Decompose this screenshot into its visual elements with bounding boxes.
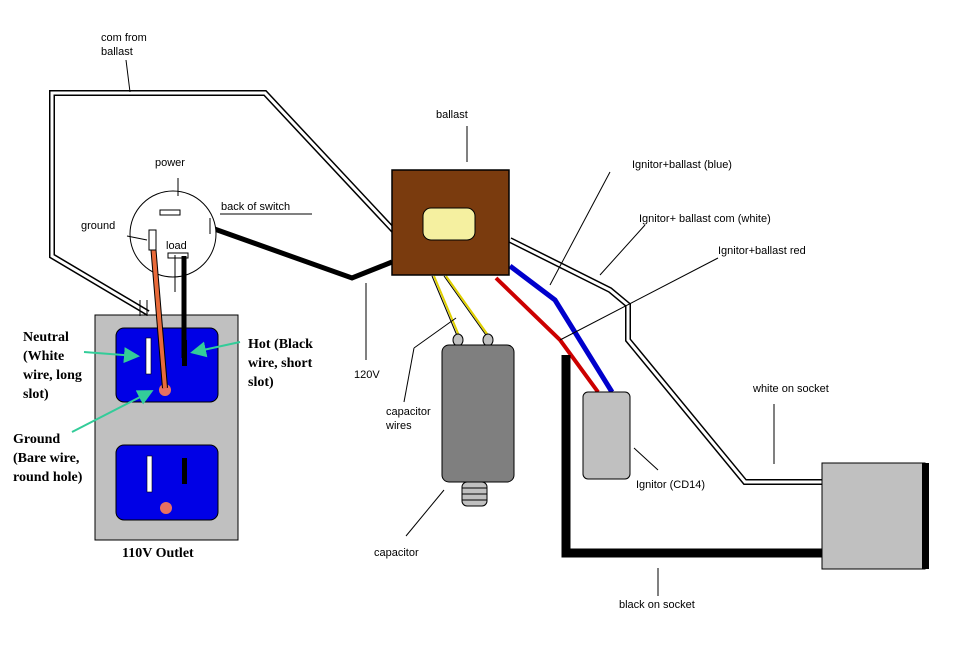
com-wire xyxy=(49,90,398,316)
ignitor-body xyxy=(582,391,631,480)
hot-label-3: slot) xyxy=(248,375,274,390)
com-from-ballast-label-1: com from xyxy=(101,32,147,44)
power-label: power xyxy=(155,157,185,169)
top-neutral-slot xyxy=(145,337,152,375)
ignitor-cd14-label: Ignitor (CD14) xyxy=(636,479,705,491)
bottom-ground-hole xyxy=(160,502,172,514)
annotation-arrows xyxy=(71,341,241,433)
ballast-label: ballast xyxy=(436,109,468,121)
black-switch-wire xyxy=(177,213,393,281)
ignitor-blue-label: Ignitor+ballast (blue) xyxy=(632,159,732,171)
ground-tick xyxy=(126,235,148,241)
neutral-label-4: slot) xyxy=(23,387,49,402)
load-terminal xyxy=(167,252,189,259)
capacitor-wire-pair xyxy=(431,275,491,339)
bottom-receptacle xyxy=(115,444,219,521)
ground-outlet-label-3: round hole) xyxy=(13,470,83,485)
white-socket-wire xyxy=(508,237,822,485)
ground-wire-orange xyxy=(150,231,167,389)
capacitor-body xyxy=(441,344,515,483)
bottom-neutral-slot xyxy=(146,455,153,493)
leader-lines xyxy=(125,59,775,596)
hot-label-2: wire, short xyxy=(248,356,313,371)
outlet-title: 110V Outlet xyxy=(122,546,194,561)
ground-terminal xyxy=(148,229,157,251)
socket-body xyxy=(821,462,926,570)
neutral-label-1: Neutral xyxy=(23,330,69,345)
capacitor-label: capacitor xyxy=(374,547,419,559)
black-on-socket-label: black on socket xyxy=(619,599,695,611)
white-on-socket-label: white on socket xyxy=(752,383,829,395)
ignitor-red-label: Ignitor+ballast red xyxy=(718,245,806,257)
switch-circle xyxy=(129,190,217,278)
hot-label-1: Hot (Black xyxy=(248,337,313,352)
capacitor-wires-label-2: wires xyxy=(385,420,412,432)
ground-outlet-label-2: (Bare wire, xyxy=(13,451,79,466)
black-socket-wire xyxy=(561,355,822,558)
neutral-label-2: (White xyxy=(23,349,64,364)
ignitor-white-label: Ignitor+ ballast com (white) xyxy=(639,213,771,225)
ballast-window xyxy=(422,207,476,241)
ground-switch-label: ground xyxy=(81,220,115,232)
neutral-label-3: wire, long xyxy=(23,368,82,383)
capacitor-wires-label-1: capacitor xyxy=(386,406,431,418)
power-terminal xyxy=(159,209,181,216)
capacitor-terminal-right xyxy=(482,333,494,347)
com-from-ballast-label-2: ballast xyxy=(101,46,133,58)
bottom-hot-slot xyxy=(182,458,187,484)
capacitor-terminal-left xyxy=(452,333,464,347)
ground-outlet-label-1: Ground xyxy=(13,432,60,447)
v120-label: 120V xyxy=(354,369,380,381)
load-label: load xyxy=(166,240,187,252)
back-of-switch-label: back of switch xyxy=(221,201,290,213)
socket-edge xyxy=(922,463,929,569)
blue-wire xyxy=(508,264,615,394)
